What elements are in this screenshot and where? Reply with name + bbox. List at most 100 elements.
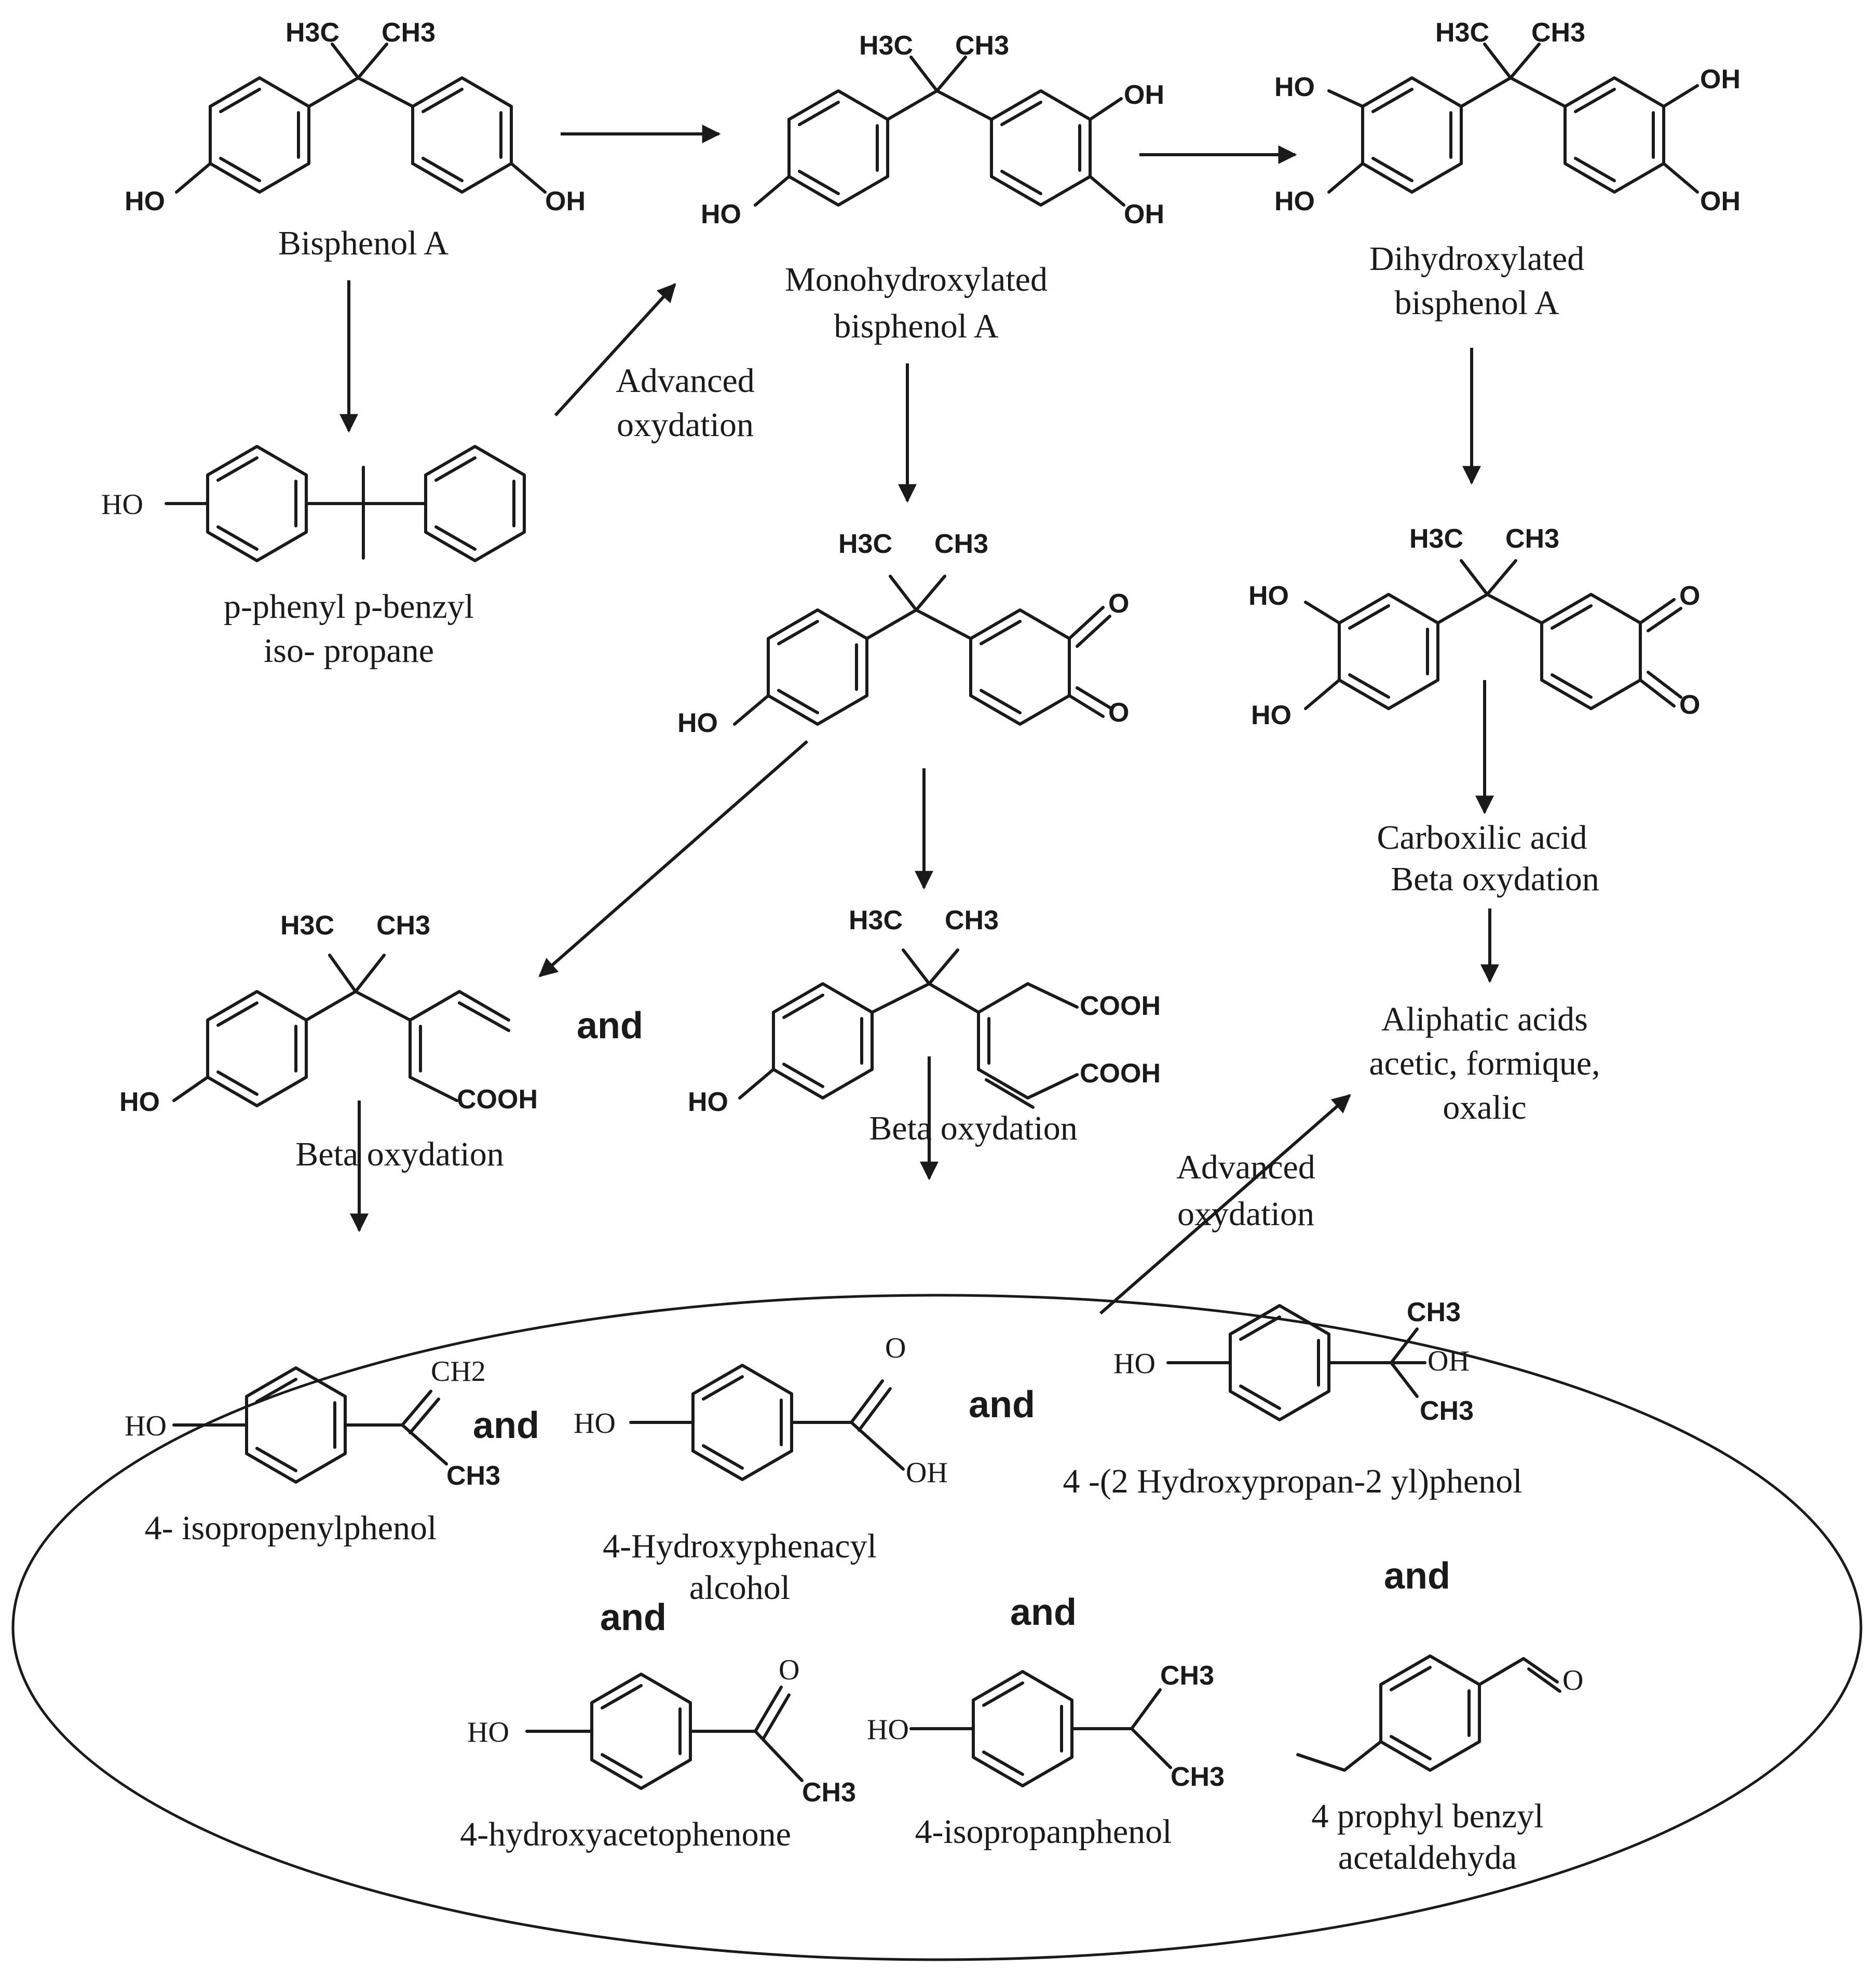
atom-h3c: H3C	[859, 31, 913, 61]
atom-o: O	[1679, 581, 1700, 611]
atom-ho: HO	[1251, 700, 1292, 730]
arrow-products-to-aliphatic	[1099, 1094, 1351, 1315]
atom-ch3: CH3	[1505, 524, 1559, 554]
connector-and: and	[1384, 1555, 1450, 1597]
atom-h3c: H3C	[849, 905, 903, 935]
atom-ho: HO	[688, 1087, 728, 1117]
atom-o: O	[885, 1332, 906, 1364]
label-hydroxyphenacyl-line2: alcohol	[689, 1569, 790, 1607]
label-ppb-line1: p-phenyl p-benzyl	[224, 588, 474, 626]
atom-ch3: CH3	[934, 529, 988, 559]
atom-ch3: CH3	[1531, 18, 1585, 48]
structure-4-hydroxyphenacyl-alcohol	[629, 1364, 905, 1481]
atom-ch2: CH2	[431, 1355, 486, 1388]
label-bisphenol-a: Bisphenol A	[278, 224, 449, 262]
connector-and: and	[1010, 1592, 1077, 1633]
structure-hydroxypropanyl-phenol	[1166, 1304, 1426, 1421]
atom-ch3: CH3	[955, 31, 1009, 61]
structure-ppb-isopropane	[165, 445, 526, 562]
structure-ring-opened-acid-left	[172, 954, 510, 1107]
connector-and: and	[473, 1405, 539, 1446]
label-ppb-line2: iso- propane	[264, 632, 434, 670]
atom-ch3: CH3	[1420, 1396, 1474, 1426]
arrow-ppb-to-mono	[554, 283, 676, 417]
atom-ho: HO	[101, 488, 143, 521]
atom-oh: OH	[1428, 1345, 1470, 1377]
label-mono-line1: Monohydroxylated	[785, 261, 1048, 298]
label-hydroxypropanyl-phenol: 4 -(2 Hydroxypropan-2 yl)phenol	[1063, 1462, 1522, 1500]
atom-ch3: CH3	[382, 18, 436, 48]
and-connectors: and and and and and and	[473, 1005, 1450, 1638]
atom-ch3: CH3	[1160, 1661, 1214, 1691]
atom-ch3: CH3	[446, 1461, 500, 1491]
atom-cooh: COOH	[1080, 1058, 1161, 1089]
final-products-ellipse	[11, 1294, 1863, 1961]
structure-dihydroxy-quinone	[1304, 559, 1682, 710]
atom-h3c: H3C	[286, 18, 339, 48]
atom-ho: HO	[1113, 1348, 1155, 1380]
label-aliphatic-line1: Aliphatic acids	[1381, 1000, 1588, 1038]
atom-ho: HO	[125, 186, 165, 216]
label-beta-oxidation-middle: Beta oxydation	[869, 1109, 1077, 1147]
structure-4-isopropanphenol	[909, 1670, 1172, 1787]
atom-o: O	[1679, 690, 1700, 720]
atom-o: O	[1108, 589, 1129, 619]
atom-o: O	[1108, 698, 1129, 728]
connector-and: and	[577, 1005, 643, 1047]
connector-and: and	[600, 1597, 667, 1638]
structure-dihydroxylated	[1327, 43, 1699, 194]
atom-ho: HO	[701, 199, 741, 229]
atom-ho: HO	[867, 1714, 909, 1746]
pathway-arrows	[339, 125, 1499, 1315]
compound-names: Bisphenol A Monohydroxylated bisphenol A…	[145, 224, 1600, 1877]
label-benzyl-acetaldehyde-line1: 4 prophyl benzyl	[1311, 1797, 1543, 1835]
label-advanced-oxidation-1-line2: oxydation	[617, 406, 754, 444]
structure-hydroxy-quinone	[733, 575, 1111, 726]
atom-ho: HO	[574, 1407, 616, 1440]
atom-o: O	[1562, 1664, 1583, 1696]
atom-h3c: H3C	[1409, 524, 1463, 554]
atom-ho: HO	[1248, 581, 1289, 611]
atom-ho: HO	[125, 1410, 167, 1442]
atom-oh: OH	[906, 1457, 948, 1489]
atom-ch3: CH3	[802, 1777, 856, 1808]
atom-oh: OH	[1124, 199, 1164, 229]
label-di-line2: bisphenol A	[1394, 284, 1559, 322]
label-carboxilic-line2: Beta oxydation	[1391, 860, 1599, 898]
arrow-quinone-to-acid-left	[538, 740, 808, 978]
atom-h3c: H3C	[838, 529, 892, 559]
atom-ch3: CH3	[945, 905, 999, 935]
atom-h3c: H3C	[1435, 18, 1489, 48]
atom-h3c: H3C	[280, 911, 334, 941]
atom-oh: OH	[1124, 80, 1164, 110]
label-aliphatic-line3: oxalic	[1443, 1089, 1526, 1126]
label-hydroxyacetophenone: 4-hydroxyacetophenone	[460, 1815, 791, 1853]
atom-ho: HO	[119, 1087, 160, 1117]
atom-ch3: CH3	[1407, 1297, 1461, 1327]
structure-bisphenol-a	[175, 43, 547, 194]
atom-cooh: COOH	[1080, 991, 1161, 1021]
structure-4-hydroxyacetophenone	[525, 1673, 804, 1790]
atom-o: O	[779, 1654, 799, 1686]
atom-oh: OH	[1700, 186, 1741, 216]
atom-ho: HO	[1274, 72, 1315, 102]
process-labels: Advanced oxydation Beta oxydation Beta o…	[295, 362, 1599, 1233]
label-advanced-oxidation-1-line1: Advanced	[616, 362, 755, 400]
structure-4-isopropenylphenol	[172, 1366, 448, 1484]
atom-ho: HO	[677, 708, 718, 738]
atom-ch3: CH3	[376, 911, 430, 941]
label-aliphatic-line2: acetic, formique,	[1369, 1044, 1600, 1082]
label-mono-line2: bisphenol A	[834, 307, 999, 345]
atom-labels: H3C CH3 HO OH H3C CH3 OH HO OH H3C CH3 H…	[101, 18, 1741, 1808]
label-carboxilic-line1: Carboxilic acid	[1377, 819, 1587, 857]
atom-oh: OH	[1700, 64, 1741, 94]
label-hydroxyphenacyl-line1: 4-Hydroxyphenacyl	[603, 1527, 877, 1565]
label-advanced-oxidation-2-line2: oxydation	[1177, 1195, 1314, 1233]
atom-ch3: CH3	[1171, 1762, 1225, 1792]
label-isopropanphenol: 4-isopropanphenol	[915, 1813, 1172, 1851]
atom-ho: HO	[467, 1716, 509, 1748]
atom-cooh: COOH	[457, 1084, 538, 1115]
label-advanced-oxidation-2-line1: Advanced	[1176, 1148, 1315, 1186]
label-isopropenylphenol: 4- isopropenylphenol	[145, 1509, 437, 1547]
